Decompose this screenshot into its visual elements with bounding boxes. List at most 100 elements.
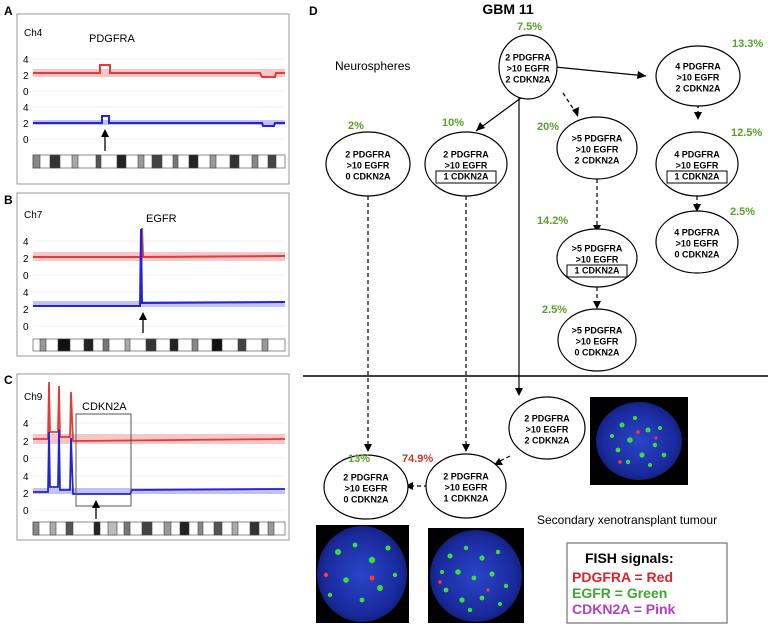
node-line: 1 CDKN2A xyxy=(443,494,489,504)
legend-item-pdgfra: PDGFRA = Red xyxy=(572,569,673,585)
node-line: 2 PDGFRA xyxy=(524,414,570,424)
panel-c: C Ch9 CDKN2A 4 2 0 4 2 0 xyxy=(4,373,290,541)
node-ellipse xyxy=(655,45,741,107)
svg-text:2: 2 xyxy=(23,119,29,130)
panel-b-letter: B xyxy=(4,193,13,207)
node-line: 2 PDGFRA xyxy=(443,150,489,160)
neurospheres-label: Neurospheres xyxy=(335,59,410,73)
node-line: 2 CDKN2A xyxy=(524,436,570,446)
panel-c-arrow xyxy=(92,500,100,519)
fish-legend: FISH signals: PDGFRA = Red EGFR = Green … xyxy=(566,542,728,624)
node-percent: 12.5% xyxy=(731,127,762,139)
panel-a-ticks: 4 2 0 4 2 0 xyxy=(23,55,29,146)
node-line: 4 PDGFRA xyxy=(674,228,720,238)
panel-b-blue-trace xyxy=(33,228,286,307)
node-line: >10 EGFR xyxy=(345,484,388,494)
panel-c-blue-noise xyxy=(33,488,285,494)
node-percent: 10% xyxy=(442,117,464,129)
node-highlight-box xyxy=(666,170,728,184)
node-line: 2 PDGFRA xyxy=(345,150,391,160)
panel-b: B Ch7 EGFR 4 2 0 4 2 0 xyxy=(4,192,290,357)
svg-text:4: 4 xyxy=(23,237,29,248)
node-line: 0 CDKN2A xyxy=(674,250,720,260)
panel-a-ideogram xyxy=(32,154,286,169)
arrow-root-n133 xyxy=(554,66,647,77)
svg-text:0: 0 xyxy=(23,135,29,146)
node-ellipse xyxy=(556,228,638,288)
node-percent: 7.5% xyxy=(517,21,542,33)
svg-text:0: 0 xyxy=(23,322,29,333)
node-ellipse xyxy=(655,210,739,274)
panel-c-chrom: Ch9 xyxy=(24,392,43,403)
arrow-n112-n749 xyxy=(497,455,511,463)
svg-text:2: 2 xyxy=(23,71,29,82)
panel-b-ticks: 4 2 0 4 2 0 xyxy=(23,237,29,333)
legend-title: FISH signals: xyxy=(585,550,674,566)
node-line: 2 PDGFRA xyxy=(343,473,389,483)
node-percent: 2.5% xyxy=(542,304,567,316)
fish-image-xenograft xyxy=(590,397,688,485)
node-line: 0 CDKN2A xyxy=(343,495,389,505)
svg-text:4: 4 xyxy=(23,472,29,483)
node-ellipse xyxy=(655,131,739,197)
tree-title: GBM 11 xyxy=(482,1,534,17)
arrow-root-n20 xyxy=(562,92,577,114)
panel-c-region-box xyxy=(75,413,132,507)
panel-b-arrow xyxy=(139,312,147,333)
node-line: 4 PDGFRA xyxy=(674,150,720,160)
panel-b-blue-noise xyxy=(33,301,285,307)
tree-arrows xyxy=(364,66,702,490)
node-highlight-box xyxy=(566,264,628,278)
node-percent: 2% xyxy=(348,120,364,132)
panel-b-frame xyxy=(16,192,290,357)
svg-text:2: 2 xyxy=(23,305,29,316)
panel-c-letter: C xyxy=(4,373,13,387)
node-percent: 74.9% xyxy=(402,453,433,465)
svg-text:4: 4 xyxy=(23,103,29,114)
svg-text:2: 2 xyxy=(23,489,29,500)
node-line: >10 EGFR xyxy=(576,337,619,347)
node-ellipse xyxy=(425,453,507,519)
panel-b-red-trace xyxy=(33,227,286,259)
node-highlight-box xyxy=(435,170,497,184)
svg-text:2: 2 xyxy=(23,254,29,265)
node-line: >10 EGFR xyxy=(677,73,720,83)
fish-image-13 xyxy=(316,525,409,623)
node-line: 1 CDKN2A xyxy=(674,172,720,182)
node-line: >10 EGFR xyxy=(576,255,619,265)
panel-a-arrow xyxy=(101,129,109,151)
node-line: 0 CDKN2A xyxy=(345,172,391,182)
svg-text:4: 4 xyxy=(23,288,29,299)
node-line: >10 EGFR xyxy=(347,161,390,171)
xenograft-label: Secondary xenotransplant tumour xyxy=(537,513,717,527)
node-line: 1 CDKN2A xyxy=(574,266,620,276)
panel-c-ideogram xyxy=(32,521,286,536)
node-percent: 20% xyxy=(537,121,559,133)
node-line: >5 PDGFRA xyxy=(572,134,623,144)
panel-a-letter: A xyxy=(4,4,13,18)
node-line: >10 EGFR xyxy=(526,425,569,435)
svg-text:0: 0 xyxy=(23,506,29,517)
node-line: >10 EGFR xyxy=(676,161,719,171)
panel-c-blue-trace xyxy=(33,429,286,495)
node-line: >10 EGFR xyxy=(507,64,550,74)
panel-a-gene: PDGFRA xyxy=(89,33,136,45)
node-line: 4 PDGFRA xyxy=(675,62,721,72)
svg-text:4: 4 xyxy=(23,419,29,430)
svg-text:0: 0 xyxy=(23,271,29,282)
panel-a-red-trace xyxy=(33,64,285,78)
panel-b-gene: EGFR xyxy=(146,213,177,225)
node-line: 2 CDKN2A xyxy=(505,75,551,85)
panel-b-ideogram xyxy=(32,338,286,352)
